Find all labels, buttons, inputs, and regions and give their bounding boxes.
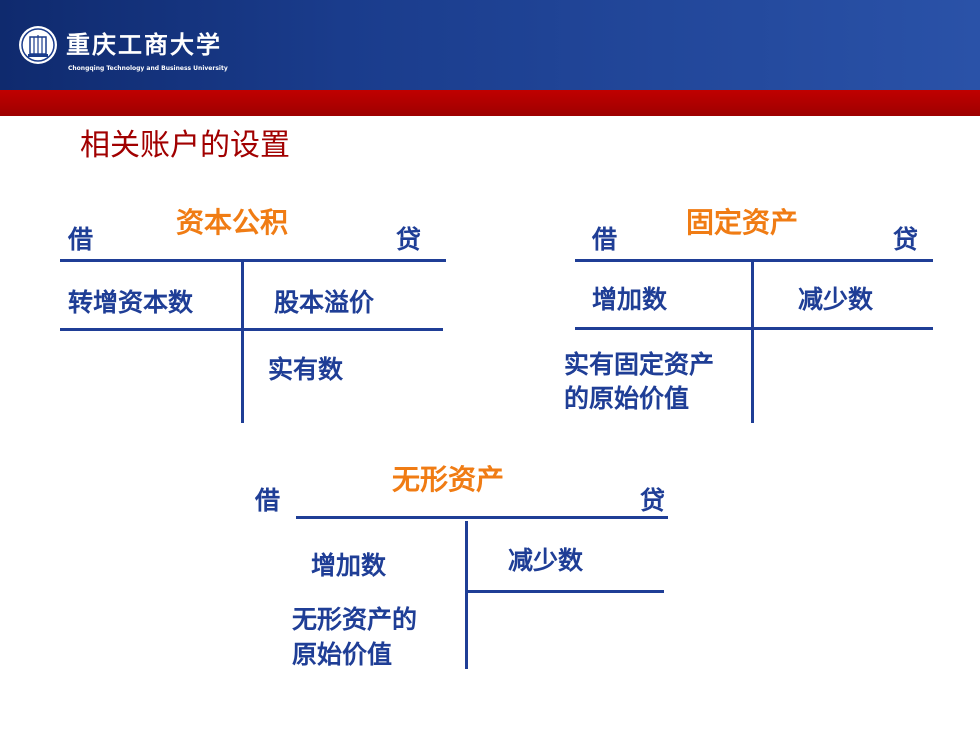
fixed-assets-left-entry: 增加数: [592, 285, 668, 314]
fixed-assets-vertical-line: [751, 261, 754, 423]
university-name-cn: 重庆工商大学: [66, 30, 222, 59]
fixed-assets-left-balance-line2: 的原始价值: [564, 384, 690, 413]
header-banner: [0, 0, 980, 90]
capital-reserve-left-entry: 转增资本数: [68, 288, 194, 317]
header-red-bar: [0, 90, 980, 116]
fixed-assets-top-line: [575, 259, 933, 262]
capital-reserve-right-balance: 实有数: [268, 355, 344, 384]
intangible-assets-vertical-line: [465, 521, 468, 669]
intangible-assets-left-entry: 增加数: [311, 551, 387, 580]
fixed-assets-debit-label: 借: [592, 225, 618, 254]
intangible-assets-left-balance-line1: 无形资产的: [292, 605, 418, 634]
fixed-assets-credit-label: 贷: [893, 225, 919, 254]
university-emblem-icon: [19, 26, 57, 64]
intangible-assets-right-entry: 减少数: [508, 546, 584, 575]
slide-title: 相关账户的设置: [80, 128, 290, 163]
capital-reserve-vertical-line: [241, 261, 244, 423]
university-name-en: Chongqing Technology and Business Univer…: [68, 65, 228, 72]
intangible-assets-account-name: 无形资产: [392, 463, 505, 496]
intangible-assets-top-line: [296, 516, 668, 519]
fixed-assets-left-balance-line1: 实有固定资产: [564, 350, 715, 379]
capital-reserve-account-name: 资本公积: [176, 206, 289, 239]
intangible-assets-credit-label: 贷: [640, 486, 666, 515]
intangible-assets-left-balance-line2: 原始价值: [292, 640, 393, 669]
intangible-assets-mid-line: [468, 590, 664, 593]
fixed-assets-account-name: 固定资产: [686, 206, 799, 239]
capital-reserve-credit-label: 贷: [396, 225, 422, 254]
capital-reserve-right-entry: 股本溢价: [274, 288, 375, 317]
fixed-assets-mid-line: [575, 327, 933, 330]
fixed-assets-right-entry: 减少数: [798, 285, 874, 314]
capital-reserve-mid-line: [60, 328, 443, 331]
intangible-assets-debit-label: 借: [255, 486, 281, 515]
capital-reserve-debit-label: 借: [68, 225, 94, 254]
capital-reserve-top-line: [60, 259, 446, 262]
